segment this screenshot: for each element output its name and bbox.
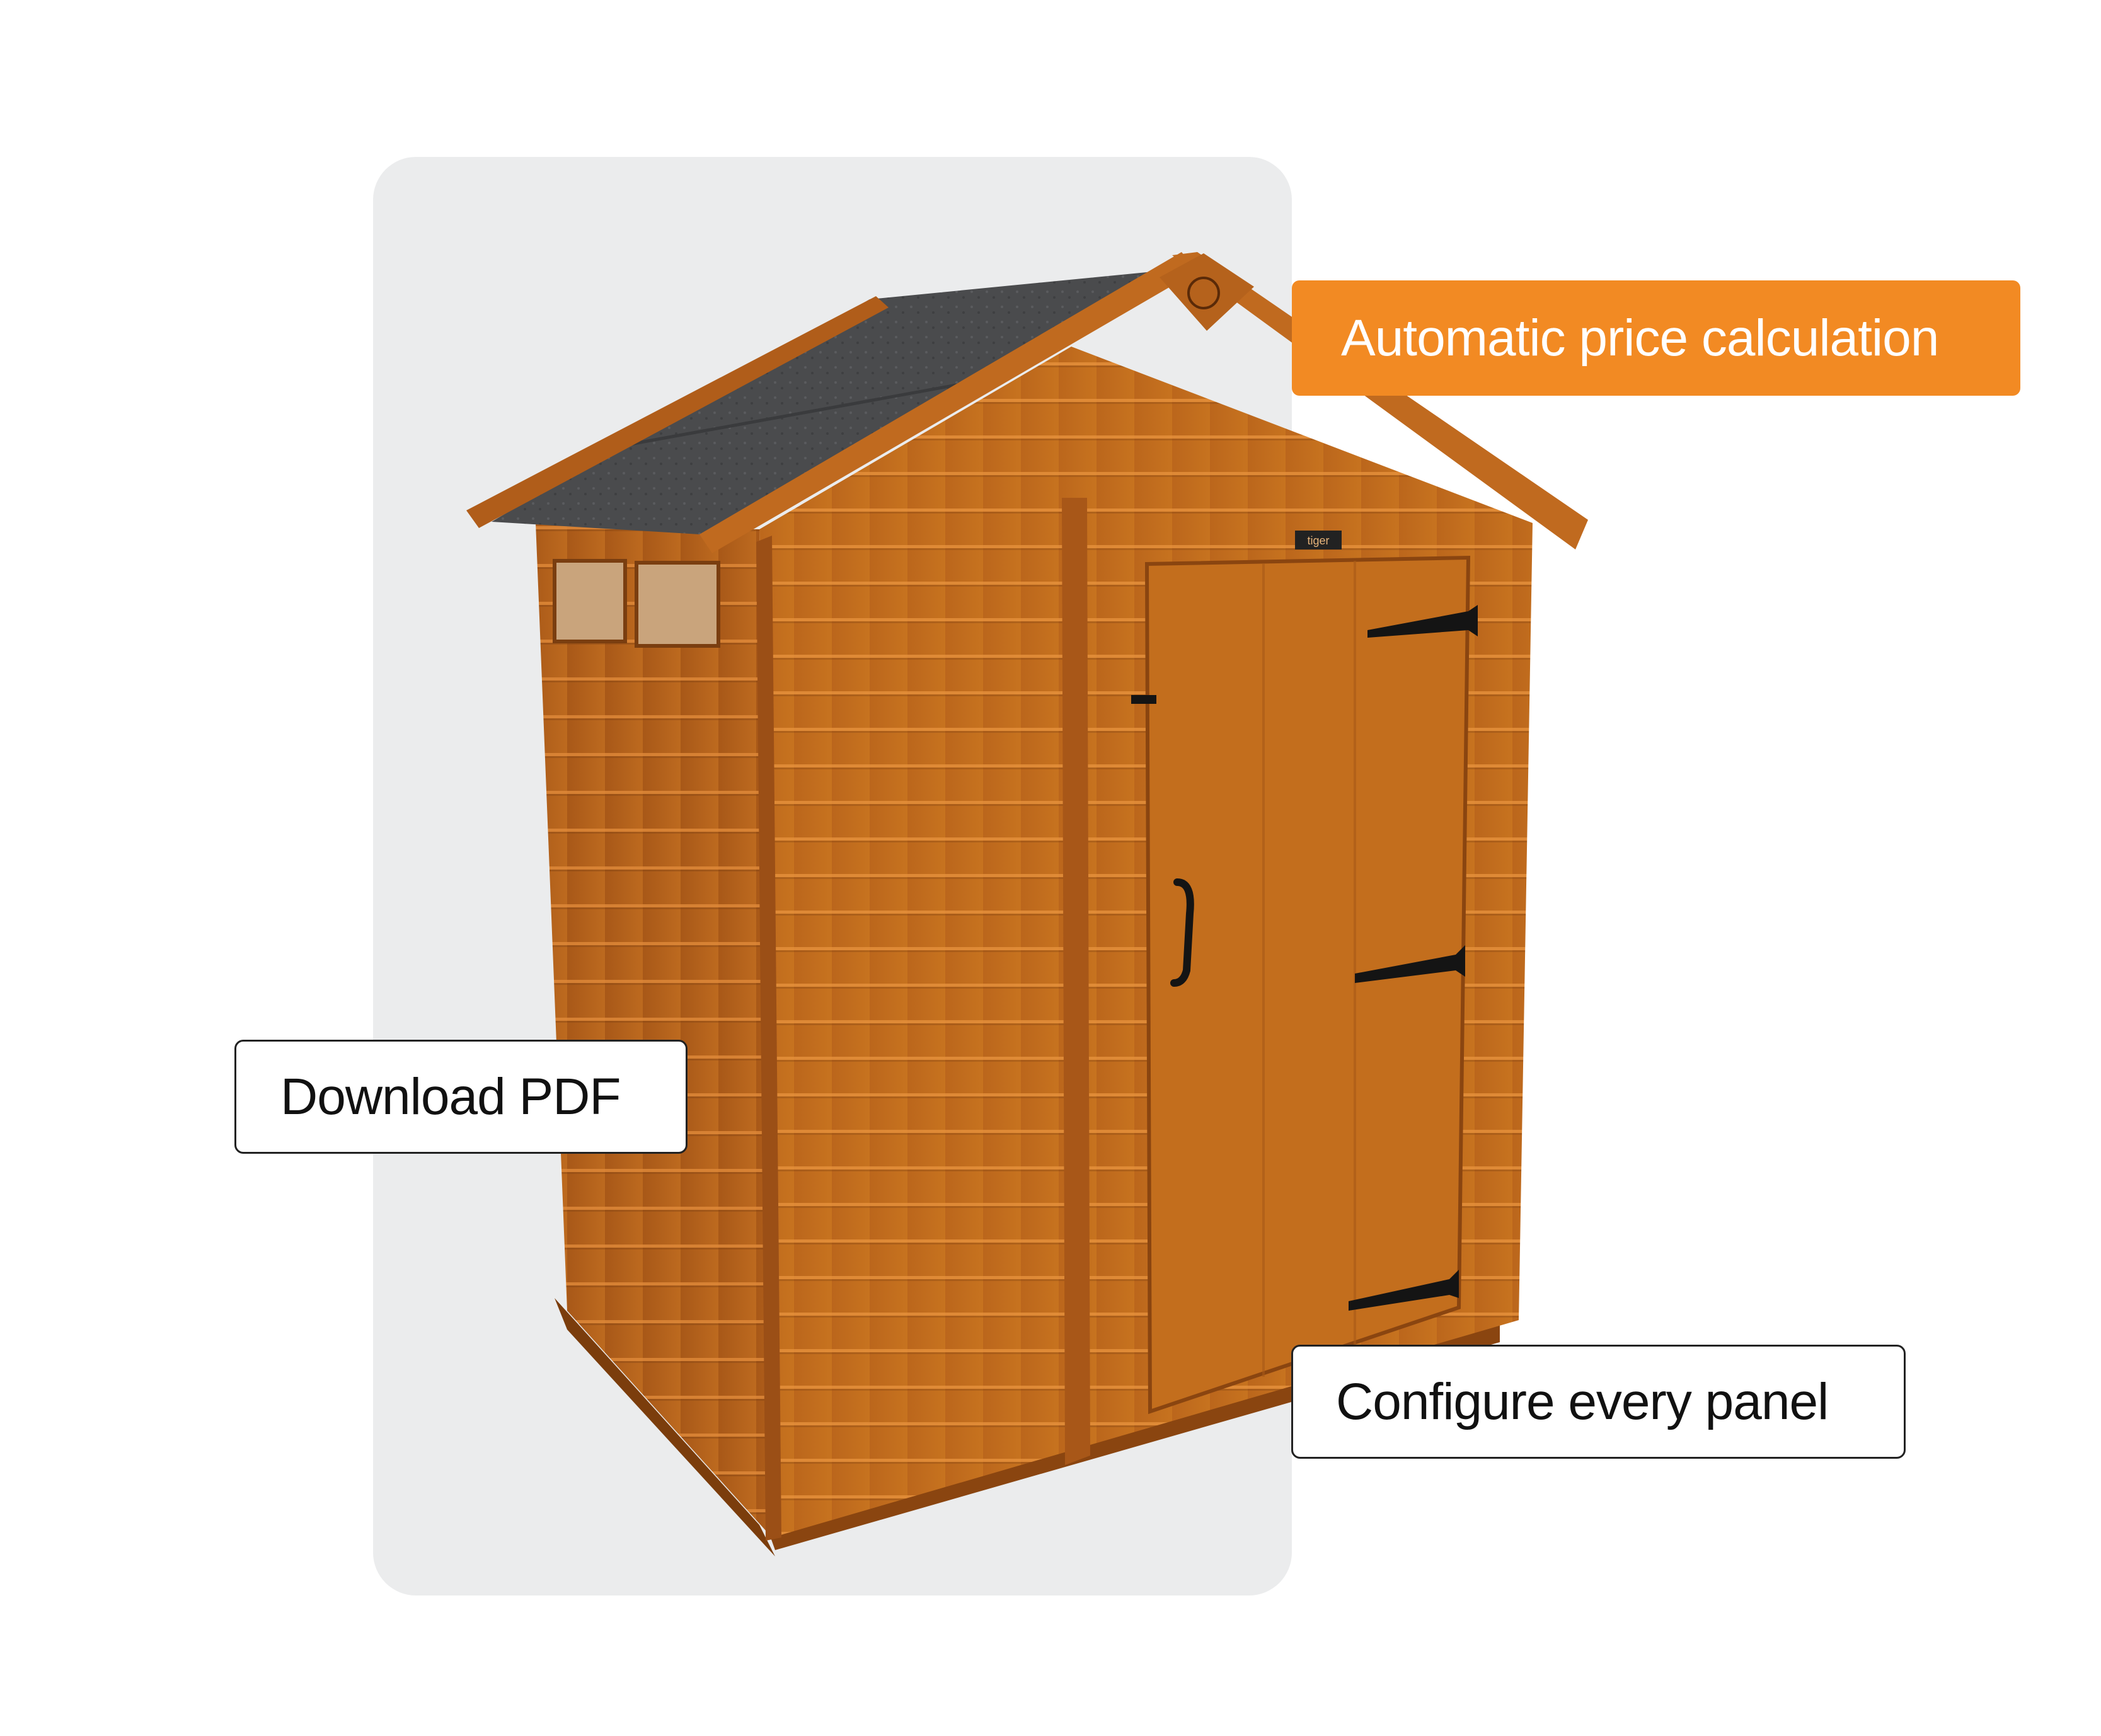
shed-door: tiger — [1131, 531, 1478, 1415]
side-window — [553, 559, 720, 648]
download-pdf-label: Download PDF — [280, 1067, 621, 1125]
door-logo-plate — [1295, 531, 1342, 549]
door-logo-text: tiger — [1307, 534, 1329, 547]
configure-panel-button[interactable]: Configure every panel — [1291, 1345, 1906, 1459]
door-hinge — [1349, 605, 1478, 1311]
price-calculation-label: Automatic price calculation — [1341, 309, 1939, 367]
download-pdf-button[interactable]: Download PDF — [234, 1040, 688, 1154]
configure-panel-label: Configure every panel — [1336, 1372, 1829, 1430]
shed-roof — [466, 252, 1588, 553]
shed-side-wall — [536, 523, 772, 1538]
price-calculation-callout: Automatic price calculation — [1292, 280, 2020, 396]
